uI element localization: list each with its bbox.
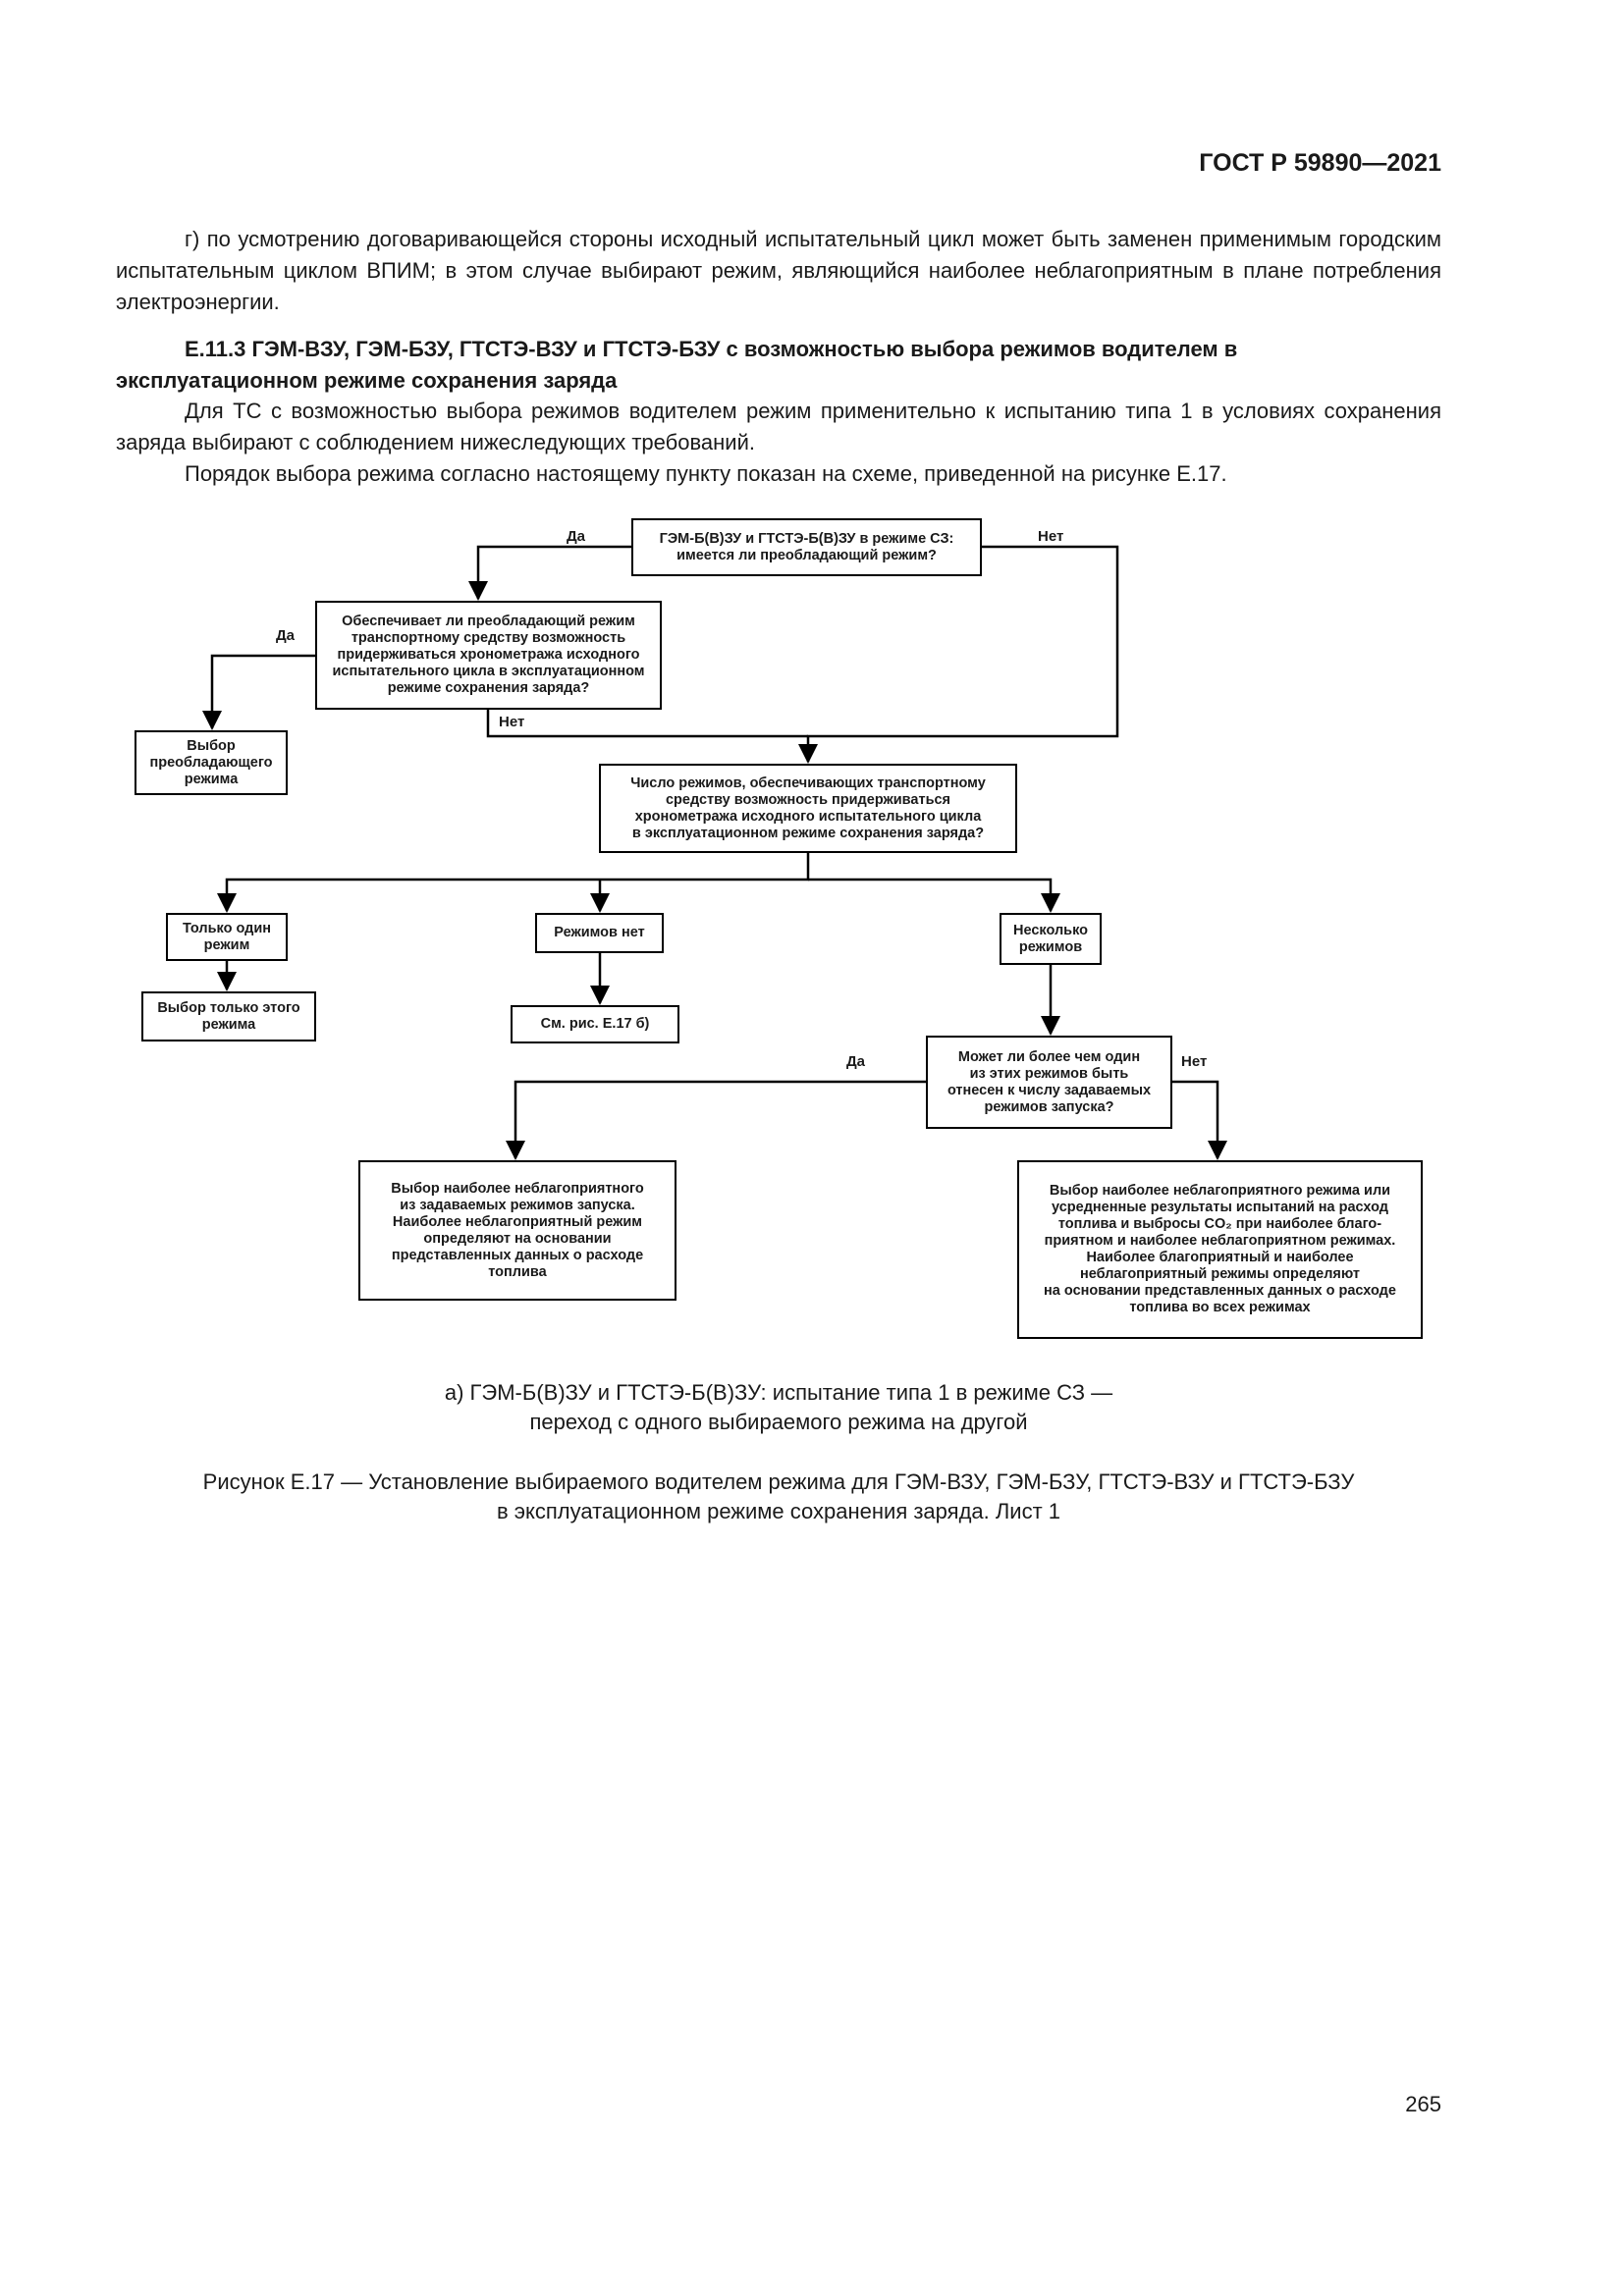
arrow-q2-yes	[202, 654, 315, 730]
decision-dominant-mode-timing: Обеспечивает ли преобладающий режим тран…	[315, 601, 662, 710]
label-yes: Да	[276, 627, 296, 644]
arrow-q4-yes	[506, 1080, 926, 1160]
label-yes: Да	[846, 1053, 866, 1070]
figure-caption-line2: в эксплуатационном режиме сохранения зар…	[496, 1499, 1061, 1523]
decision-number-of-modes: Число режимов, обеспечивающих транспортн…	[599, 764, 1017, 853]
decision-startup-modes: Может ли более чем один из этих режимов …	[926, 1036, 1172, 1129]
result-dominant-mode: Выбор преобладающего режима	[135, 730, 288, 795]
document-header: ГОСТ Р 59890—2021	[1199, 149, 1441, 177]
section-heading: Е.11.3 ГЭМ-ВЗУ, ГЭМ-БЗУ, ГТСТЭ-ВЗУ и ГТС…	[116, 337, 1238, 393]
case-no-modes: Режимов нет	[535, 913, 664, 953]
case-only-one-mode: Только один режим	[166, 913, 288, 961]
result-select-this-mode: Выбор только этого режима	[141, 991, 316, 1041]
result-worst-startup-mode: Выбор наиболее неблагоприятного из задав…	[358, 1160, 676, 1301]
subfigure-caption-line2: переход с одного выбираемого режима на д…	[529, 1410, 1028, 1434]
result-see-figure-b: См. рис. Е.17 б)	[511, 1005, 679, 1043]
decision-dominant-mode: ГЭМ-Б(В)ЗУ и ГТСТЭ-Б(В)ЗУ в режиме СЗ: и…	[631, 518, 982, 576]
arrow-q2-no	[486, 710, 808, 738]
paragraph-g: г) по усмотрению договаривающейся сторон…	[116, 227, 1441, 314]
label-yes: Да	[567, 528, 586, 545]
page-number: 265	[1405, 2092, 1441, 2116]
arrow-q1-no	[798, 545, 1119, 764]
arrow-q4-no	[1172, 1080, 1227, 1160]
label-no: Нет	[1038, 528, 1064, 545]
subfigure-caption-line1: а) ГЭМ-Б(В)ЗУ и ГТСТЭ-Б(В)ЗУ: испытание …	[444, 1380, 1113, 1405]
figure-caption-line1: Рисунок Е.17 — Установление выбираемого …	[202, 1469, 1355, 1494]
result-worst-or-averaged-mode: Выбор наиболее неблагоприятного режима и…	[1017, 1160, 1423, 1339]
paragraph-requirements: Для ТС с возможностью выбора режимов вод…	[116, 399, 1441, 454]
label-no: Нет	[1181, 1053, 1208, 1070]
arrow-q3-several	[808, 878, 1060, 913]
arrow-q3-split	[217, 853, 810, 913]
label-no: Нет	[499, 714, 525, 730]
paragraph-figure-ref: Порядок выбора режима согласно настоящем…	[185, 461, 1227, 486]
case-several-modes: Несколько режимов	[1000, 913, 1102, 965]
arrow-q1-yes	[468, 545, 631, 601]
